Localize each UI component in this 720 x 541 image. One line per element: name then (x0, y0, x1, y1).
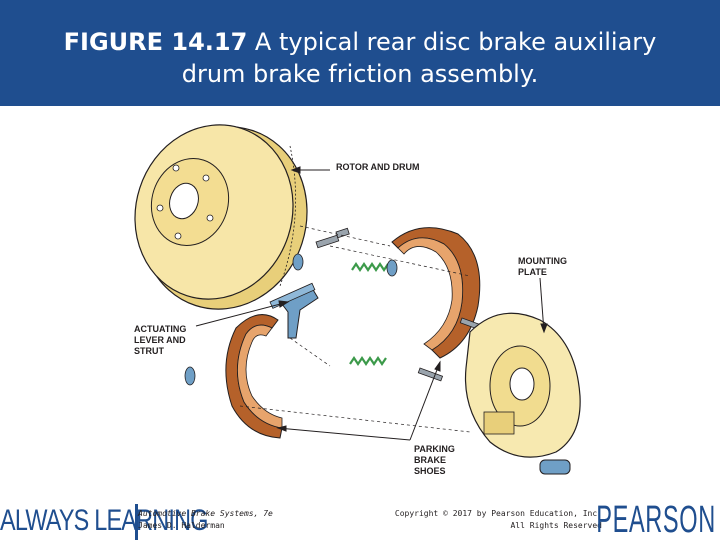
figure-caption: FIGURE 14.17 A typical rear disc brake a… (20, 26, 700, 90)
label-text: PLATE (518, 267, 547, 277)
label-text: PARKING (414, 444, 455, 454)
label-mounting-plate: MOUNTING PLATE (518, 256, 567, 278)
upper-return-spring (351, 262, 389, 272)
always-learning-logo: ALWAYS LEARNING (0, 504, 208, 537)
copyright-notice: Copyright © 2017 by Pearson Education, I… (395, 508, 602, 532)
label-text: MOUNTING (518, 256, 567, 266)
parking-brake-shoe-upper (391, 227, 481, 359)
parking-brake-shoe-lower (225, 314, 283, 439)
label-text: BRAKE (414, 455, 447, 465)
actuating-lever-and-strut (269, 282, 319, 339)
copyright-line-2: All Rights Reserved (510, 521, 602, 530)
label-rotor-and-drum: ROTOR AND DRUM (336, 162, 420, 173)
caption-line-2: drum brake friction assembly. (181, 60, 539, 88)
copyright-line-1: Copyright © 2017 by Pearson Education, I… (394, 509, 602, 518)
title-bar: FIGURE 14.17 A typical rear disc brake a… (0, 0, 720, 106)
rotor-and-drum (134, 124, 308, 310)
book-author: James D. Halderman (138, 521, 225, 530)
figure-number: FIGURE 14.17 (63, 28, 248, 56)
label-text: ROTOR AND DRUM (336, 162, 420, 172)
label-text: SHOES (414, 466, 446, 476)
footer-divider (135, 504, 138, 540)
assembly-guide-lines (239, 225, 471, 433)
label-text: LEVER AND (134, 335, 186, 345)
callout-leaders (195, 166, 548, 441)
pearson-logo: PEARSON (596, 499, 716, 541)
label-actuating-lever-and-strut: ACTUATING LEVER AND STRUT (134, 324, 186, 357)
mounting-plate (464, 312, 581, 458)
caption-line-1: A typical rear disc brake auxiliary (247, 28, 657, 56)
parking-brake-cable-end (539, 459, 571, 475)
footer (0, 500, 720, 540)
label-text: ACTUATING (134, 324, 187, 334)
brake-assembly-illustration (134, 124, 581, 475)
label-text: STRUT (134, 346, 164, 356)
book-info: Automotive Brake Systems, 7e James D. Ha… (138, 508, 273, 532)
book-title: Automotive Brake Systems, 7e (138, 509, 273, 518)
diagram-area: ROTOR AND DRUM MOUNTING PLATE ACTUATING … (0, 106, 720, 500)
lower-return-spring (349, 356, 387, 366)
label-parking-brake-shoes: PARKING BRAKE SHOES (414, 444, 455, 477)
